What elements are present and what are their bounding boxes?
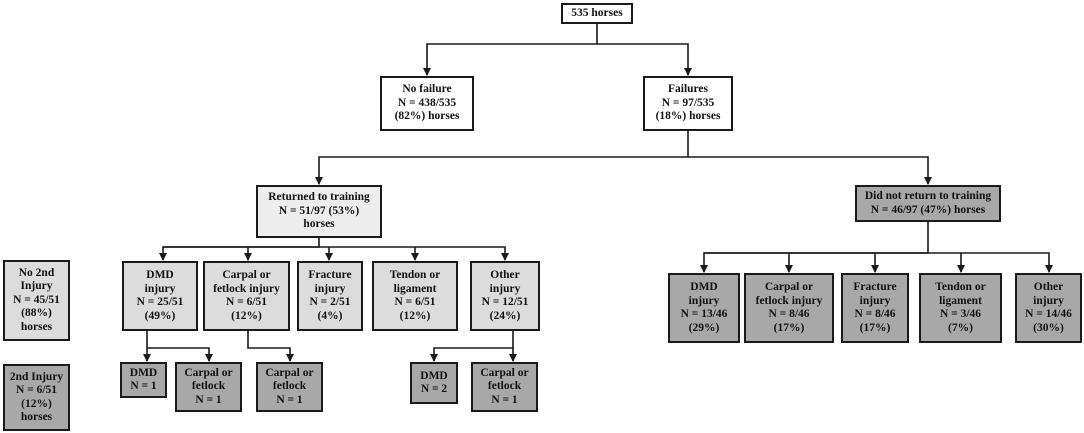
node-second-carpal-1: Carpal or fetlock N = 1	[175, 362, 242, 412]
node-returned-carpal-injury: Carpal or fetlock injury N = 6/51 (12%)	[203, 261, 290, 331]
node-returned-other-injury: Other injury N = 12/51 (24%)	[470, 261, 540, 331]
arrow-root-to-no-failure	[423, 24, 598, 76]
node-did-not-return: Did not return to training N = 46/97 (47…	[855, 185, 1001, 222]
node-failures: Failures N = 97/535 (18%) horses	[643, 76, 733, 131]
arrow-failures-to-returned	[315, 131, 689, 185]
node-returned-fracture-injury: Fracture injury N = 2/51 (4%)	[297, 261, 363, 331]
node-root: 535 horses	[561, 3, 633, 24]
node-second-dmd-1: DMD N = 1	[120, 362, 167, 398]
arrow-returned-to-injuries	[159, 238, 320, 261]
arrow-failures-to-not-returned	[688, 156, 932, 185]
node-second-carpal-2: Carpal or fetlock N = 1	[256, 362, 323, 412]
arrow-carpal-to-second	[247, 331, 294, 362]
node-second-dmd-2: DMD N = 2	[410, 362, 458, 404]
arrow-root-to-failures	[597, 43, 692, 76]
arrow-not-returned-to-injuries	[700, 222, 929, 273]
node-returned-to-training: Returned to training N = 51/97 (53%) hor…	[256, 185, 382, 238]
arrow-dmd-to-second	[146, 331, 213, 362]
node-not-returned-dmd-injury: DMD injury N = 13/46 (29%)	[668, 273, 740, 343]
node-returned-dmd-injury: DMD injury N = 25/51 (49%)	[122, 261, 198, 331]
node-not-returned-other-injury: Other injury N = 14/46 (30%)	[1015, 273, 1082, 343]
node-not-returned-tendon-ligament: Tendon or ligament N = 3/46 (7%)	[919, 273, 1002, 343]
node-no-failure: No failure N = 438/535 (82%) horses	[380, 76, 474, 131]
node-no-2nd-injury: No 2nd Injury N = 45/51 (88%) horses	[3, 260, 70, 341]
node-second-carpal-3: Carpal or fetlock N = 1	[471, 362, 538, 412]
node-2nd-injury: 2nd Injury N = 6/51 (12%) horses	[3, 364, 70, 431]
node-returned-tendon-ligament: Tendon or ligament N = 6/51 (12%)	[372, 261, 458, 331]
arrow-other-to-second	[430, 331, 514, 362]
node-not-returned-carpal-injury: Carpal or fetlock injury N = 8/46 (17%)	[744, 273, 834, 343]
node-not-returned-fracture-injury: Fracture injury N = 8/46 (17%)	[841, 273, 909, 343]
